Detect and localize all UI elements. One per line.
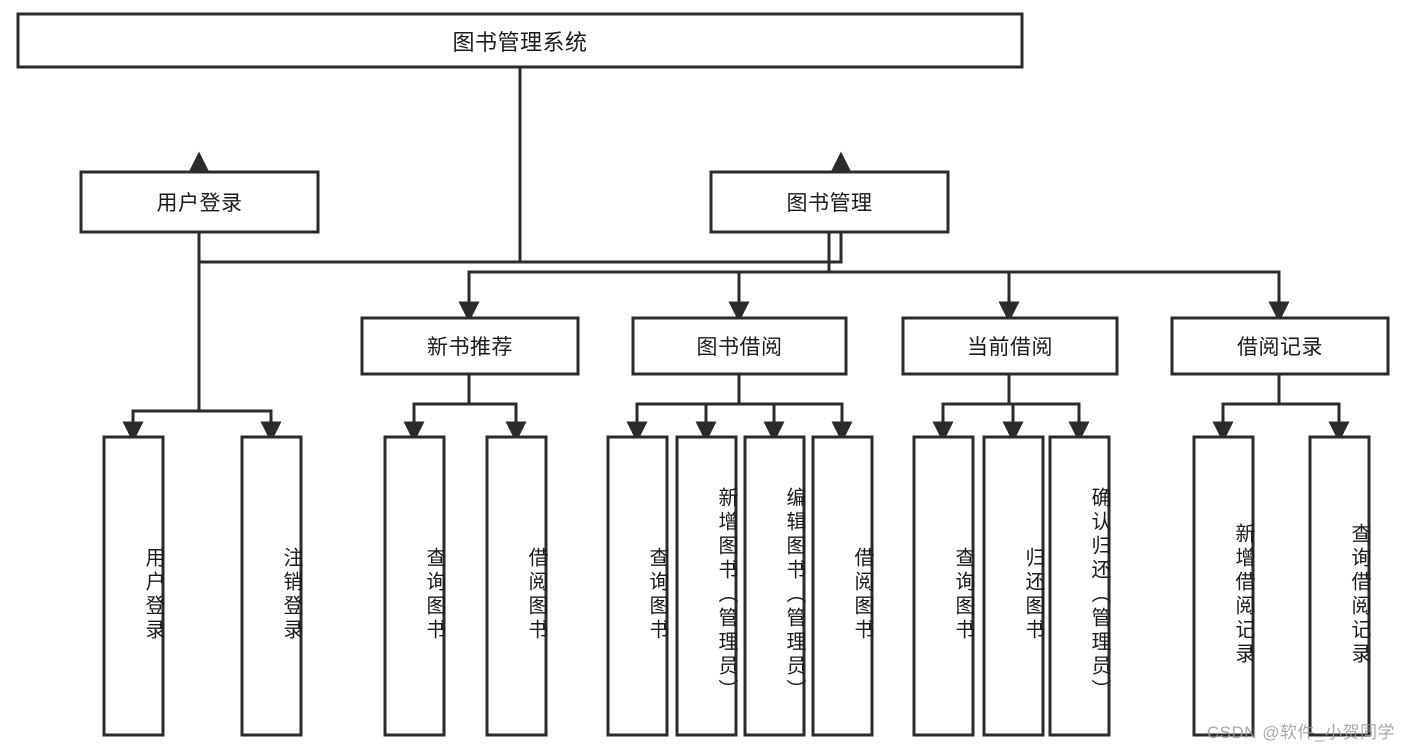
node-leaf-box-book-borrow-3[interactable] — [743, 435, 806, 737]
node-leaf-box-borrow-record-1[interactable] — [1192, 435, 1255, 737]
node-leaf-box-book-borrow-2[interactable] — [675, 435, 738, 737]
node-book-manage-box[interactable] — [709, 170, 950, 234]
node-leaf-box-current-borrow-3[interactable] — [1048, 435, 1111, 737]
node-leaf-box-new-book-1[interactable] — [383, 435, 446, 737]
node-leaf-box-current-borrow-2[interactable] — [982, 435, 1045, 737]
node-leaf-box-borrow-record-2[interactable] — [1308, 435, 1371, 737]
node-leaf-box-current-borrow-1[interactable] — [912, 435, 975, 737]
node-leaf-box-user-login-1[interactable] — [102, 435, 165, 737]
node-book-borrow-box[interactable] — [631, 316, 848, 376]
node-current-borrow-box[interactable] — [901, 316, 1119, 376]
node-user-login-box[interactable] — [79, 170, 320, 234]
node-leaf-box-user-login-2[interactable] — [240, 435, 303, 737]
node-leaf-box-new-book-2[interactable] — [485, 435, 548, 737]
node-borrow-record-box[interactable] — [1170, 316, 1390, 376]
node-new-book-box[interactable] — [360, 316, 580, 376]
node-leaf-box-book-borrow-1[interactable] — [606, 435, 669, 737]
node-leaf-box-book-borrow-4[interactable] — [811, 435, 874, 737]
node-root-box[interactable] — [16, 12, 1024, 69]
